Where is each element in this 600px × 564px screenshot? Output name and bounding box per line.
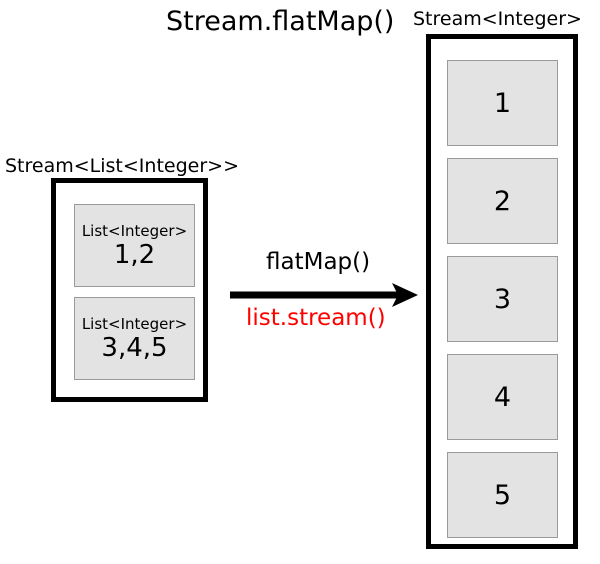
input-list-cell: List<Integer> 3,4,5: [74, 297, 195, 380]
output-stream-box: 1 2 3 4 5: [426, 34, 578, 549]
output-integer-cell: 3: [447, 256, 558, 342]
right-arrow-icon: [230, 283, 418, 307]
flatmap-operation-label: flatMap(): [266, 249, 371, 275]
input-stream-type-label: Stream<List<Integer>>: [5, 155, 239, 177]
output-stream-type-label: Stream<Integer>: [413, 8, 582, 30]
input-list-cell-type: List<Integer>: [81, 314, 188, 333]
input-list-cell-value: 3,4,5: [101, 332, 168, 363]
output-integer-cell: 4: [447, 354, 558, 440]
flatmap-transform-group: flatMap() list.stream(): [228, 248, 420, 338]
flatmap-mapper-label: list.stream(): [246, 305, 386, 331]
output-integer-cell-value: 3: [493, 283, 512, 315]
output-integer-cell: 1: [447, 60, 558, 146]
input-stream-box: List<Integer> 1,2 List<Integer> 3,4,5: [51, 178, 208, 402]
output-integer-cell-value: 2: [493, 185, 512, 217]
input-list-cell: List<Integer> 1,2: [74, 204, 195, 287]
output-integer-cell-value: 1: [493, 87, 512, 119]
output-integer-cell: 2: [447, 158, 558, 244]
input-list-cell-value: 1,2: [113, 239, 156, 270]
page-title: Stream.flatMap(): [166, 6, 395, 37]
input-list-cell-type: List<Integer>: [81, 221, 188, 240]
output-integer-cell-value: 5: [493, 479, 512, 511]
output-integer-cell: 5: [447, 452, 558, 538]
output-integer-cell-value: 4: [493, 381, 512, 413]
